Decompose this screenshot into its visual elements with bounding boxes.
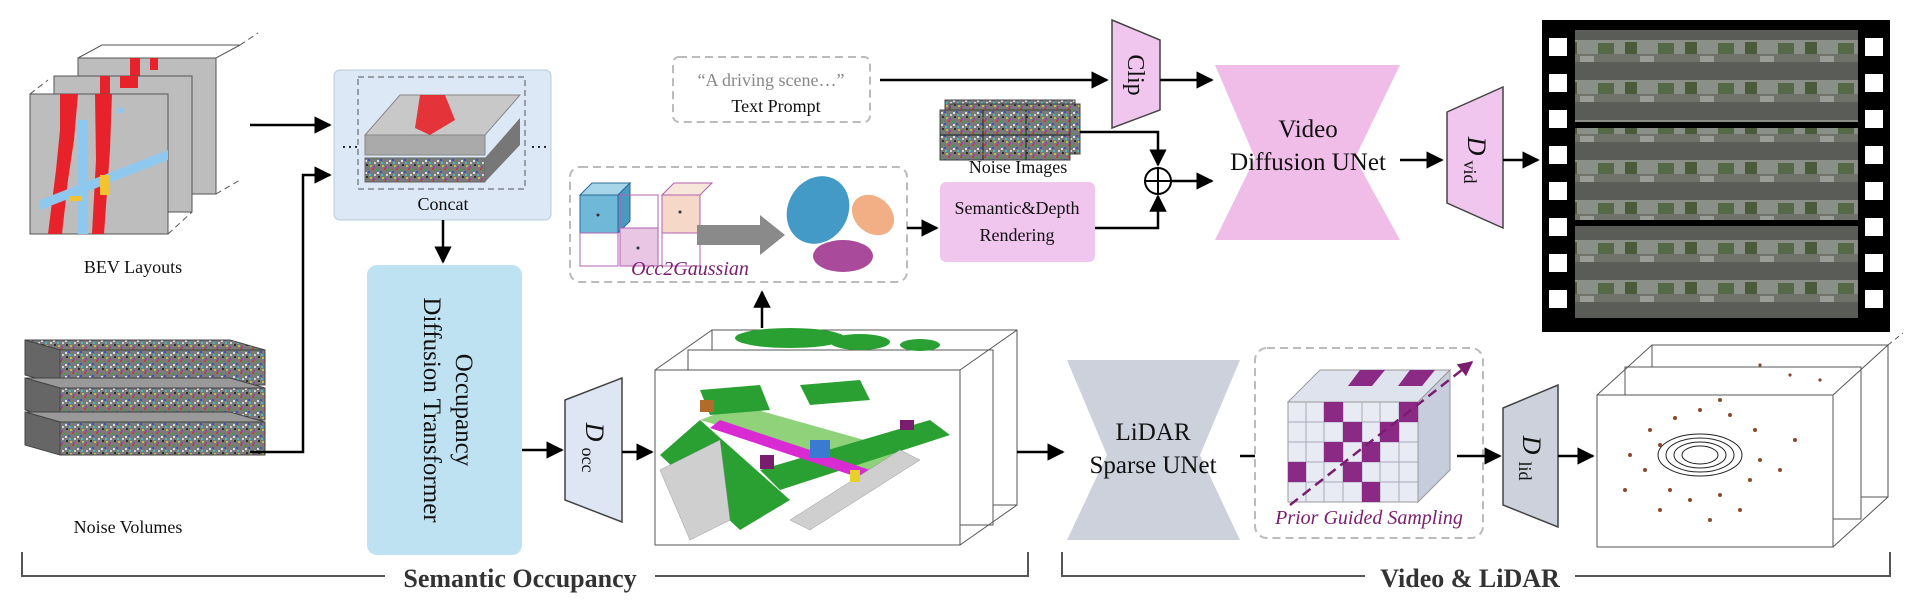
bev-layouts-label: BEV Layouts [84,257,182,277]
d-vid-symbol: D [1462,136,1491,156]
arrow-noise-images-to-plus [1080,130,1167,167]
video-diffusion-unet: Video Diffusion UNet [1215,65,1400,240]
noise-slab-bottom [24,411,266,456]
concat-block: … … Concat [333,69,552,221]
d-occ-symbol: D [580,422,609,442]
d-occ-decoder: D occ [564,376,623,524]
vdu-label-line2: Diffusion UNet [1230,149,1386,176]
dit-label-line2: Diffusion Transformer [418,297,445,523]
d-vid-sub: vid [1460,160,1480,183]
gaussian-blue [786,176,850,244]
d-occ-sub: occ [578,448,598,473]
lidar-sparse-unet: LiDAR Sparse UNet [1067,360,1240,540]
gaussian-orange [851,194,895,236]
dit-label-line1: Occupancy [450,354,477,467]
section-video-lidar: Video & LiDAR [1380,564,1560,593]
sampling-ray [1289,361,1474,506]
d-lid-symbol: D [1517,435,1546,455]
render-label-line2: Rendering [980,225,1055,245]
lidar-point-cloud-frames [1596,332,1904,548]
semantic-occupancy-bracket: Semantic Occupancy [21,552,1029,593]
voxel-cube [1286,368,1452,504]
clip-label: Clip [1122,54,1148,95]
text-prompt-quote: “A driving scene…” [698,70,845,90]
noise-volumes-label: Noise Volumes [74,517,183,537]
text-prompt: “A driving scene…” Text Prompt [672,56,871,123]
occupancy-diffusion-transformer: Occupancy Diffusion Transformer [367,265,522,555]
clip-encoder: Clip [1111,18,1161,130]
concat-ellipsis-right: … [530,132,548,152]
render-label-line1: Semantic&Depth [955,198,1080,218]
plus-operator [1144,167,1172,195]
occupancy-scene-front [659,380,950,541]
film-holes-left [1549,38,1567,308]
bev-layer-front [29,93,169,235]
video-film-strip [1542,20,1890,332]
d-lid-sub: lid [1515,461,1535,480]
semantic-depth-rendering: Semantic&Depth Rendering [940,182,1095,262]
vdu-label-line1: Video [1278,116,1338,143]
lidar-label-line1: LiDAR [1116,419,1191,446]
prior-guided-sampling-label: Prior Guided Sampling [1274,507,1463,529]
d-vid-decoder: D vid [1446,85,1504,230]
gaussian-purple [813,240,873,272]
lidar-label-line2: Sparse UNet [1089,452,1216,479]
bev-layouts: BEV Layouts [29,32,259,277]
arrow-noise-to-concat [250,166,332,454]
arrow-render-to-plus [1095,194,1167,230]
occ2gaussian-label: Occ2Gaussian [631,258,749,280]
occ2gaussian-arrow [697,215,785,255]
video-frame-2 [1575,128,1858,220]
voxel-grid [578,181,714,267]
d-lid-decoder: D lid [1502,383,1559,529]
video-lidar-bracket: Video & LiDAR [1061,552,1891,593]
video-frame-3 [1575,226,1858,318]
occ2gaussian-block: Occ2Gaussian [569,166,908,283]
text-prompt-label: Text Prompt [731,96,820,116]
concat-label: Concat [418,194,469,214]
occupancy-frames [654,328,1018,546]
section-semantic-occupancy: Semantic Occupancy [403,564,636,593]
occupancy-scene-top [735,328,940,351]
noise-images-label: Noise Images [969,157,1067,177]
noise-images: Noise Images [939,99,1081,177]
noise-slab-top [24,339,266,386]
video-frame-1 [1575,30,1858,122]
film-holes-right [1865,38,1883,308]
concat-ellipsis-left: … [341,132,359,152]
prior-guided-sampling: Prior Guided Sampling [1254,347,1484,539]
point-cloud [1657,433,1743,477]
noise-volumes: Noise Volumes [24,339,266,537]
